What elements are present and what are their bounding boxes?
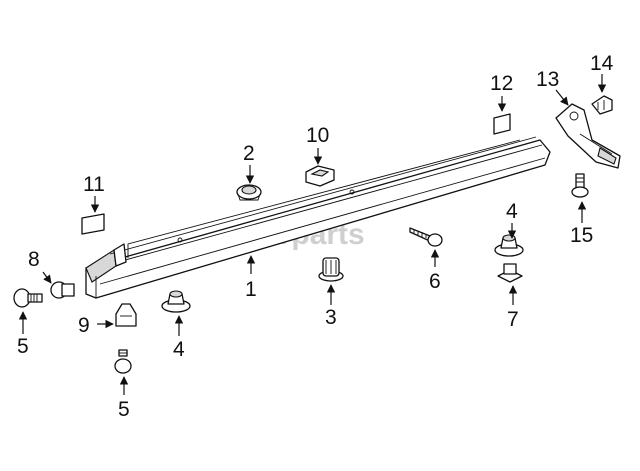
pad-part-10 [305, 165, 335, 187]
push-retainer-part-4-right [494, 234, 524, 257]
clip-part-8 [50, 281, 75, 299]
retainer-clip-part-3 [318, 257, 344, 282]
callout-6: 6 [429, 270, 441, 293]
callout-13: 13 [536, 68, 559, 91]
callout-11: 11 [83, 173, 105, 196]
callout-14: 14 [590, 52, 614, 75]
clip-nut-part-7 [497, 263, 523, 283]
callout-9: 9 [78, 314, 90, 337]
push-retainer-part-4-left [161, 290, 191, 313]
clip-part-9 [115, 303, 137, 327]
callout-10: 10 [306, 124, 329, 147]
clip-part-14 [591, 95, 613, 115]
leader-arrows [18, 74, 607, 395]
callout-3: 3 [325, 306, 337, 329]
tape-part-11 [81, 213, 105, 235]
rocker-panel [85, 136, 551, 299]
callout-5-upper: 5 [17, 335, 29, 358]
screw-part-6 [409, 227, 443, 247]
callout-5-lower: 5 [118, 398, 130, 421]
callout-1: 1 [245, 278, 257, 301]
callout-4-right: 4 [506, 200, 518, 223]
callout-8: 8 [28, 248, 40, 271]
grommet-part-2 [236, 184, 262, 201]
callout-2: 2 [243, 142, 255, 165]
bolt-part-5-upper [13, 288, 43, 308]
callout-7: 7 [507, 308, 519, 331]
bolt-part-5-lower [114, 349, 132, 374]
stud-bolt-part-15 [571, 173, 589, 198]
pad-part-12 [493, 113, 511, 135]
callout-12: 12 [490, 72, 513, 95]
callout-15: 15 [570, 224, 593, 247]
callout-4-left: 4 [173, 338, 185, 361]
bracket-part-13 [555, 103, 621, 169]
